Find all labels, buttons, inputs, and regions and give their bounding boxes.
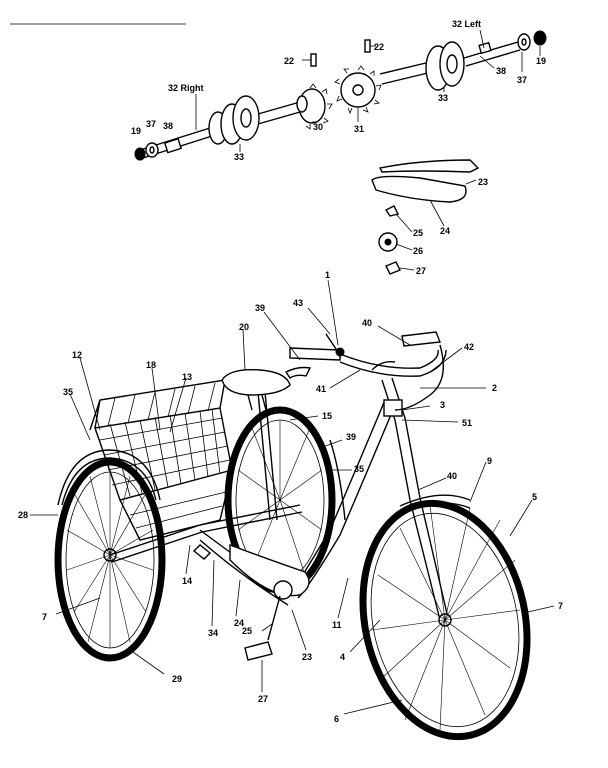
pedal — [244, 641, 273, 661]
callout-19-right: 19 — [131, 126, 141, 136]
head-bearing — [383, 399, 403, 417]
callout-4: 4 — [340, 652, 345, 662]
callout-5: 5 — [532, 492, 537, 502]
callout-23-detail: 23 — [478, 177, 488, 187]
callout-41: 41 — [316, 384, 326, 394]
callout-24: 24 — [234, 618, 244, 628]
callout-1: 1 — [325, 270, 330, 280]
chain-guard-cover — [371, 175, 467, 203]
crank-sprocket — [273, 580, 293, 600]
callout-34: 34 — [208, 628, 218, 638]
callout-28: 28 — [18, 510, 28, 520]
callout-39-top: 39 — [255, 303, 265, 313]
callout-42: 42 — [464, 342, 474, 352]
rear-left-wheel — [54, 449, 166, 662]
callout-35-right: 35 — [354, 464, 364, 474]
callout-7-left: 7 — [42, 612, 47, 622]
callout-37-left: 37 — [517, 75, 527, 85]
callout-15: 15 — [322, 411, 332, 421]
callout-25-detail: 25 — [413, 228, 423, 238]
callout-18: 18 — [146, 360, 156, 370]
left-axle-shaft — [379, 61, 431, 75]
callout-38-right: 38 — [163, 121, 173, 131]
callout-51: 51 — [462, 418, 472, 428]
callout-29: 29 — [172, 674, 182, 684]
spacer-right — [163, 137, 183, 154]
callout-40-top: 40 — [362, 318, 372, 328]
left-grip — [289, 347, 341, 361]
chain-guard-detail — [371, 159, 480, 275]
callout-20: 20 — [239, 322, 249, 332]
axle-nut-right — [134, 147, 146, 161]
callout-12: 12 — [72, 350, 82, 360]
right-grip — [401, 331, 441, 347]
callout-27-detail: 27 — [416, 266, 426, 276]
pin-22-right — [364, 39, 371, 53]
handlebars — [284, 331, 447, 411]
tricycle-assembly — [30, 29, 555, 741]
sprocket — [334, 65, 382, 115]
axle-nut-left — [533, 30, 547, 46]
callout-2: 2 — [492, 383, 497, 393]
pedal-crank-small — [384, 205, 400, 217]
callout-31: 31 — [354, 124, 364, 134]
callout-14: 14 — [182, 576, 192, 586]
front-wheel — [359, 494, 531, 741]
callout-labels: 32 Left 22 22 38 37 19 33 32 Right 19 37… — [18, 19, 563, 724]
chain-guard — [229, 543, 310, 597]
callout-6: 6 — [334, 714, 339, 724]
bell — [284, 366, 312, 379]
callout-32-right: 32 Right — [168, 83, 204, 93]
callout-3: 3 — [440, 400, 445, 410]
pedal-small — [385, 261, 401, 275]
callout-24-detail: 24 — [440, 226, 450, 236]
brake-lever — [325, 333, 339, 353]
callout-39-bottom: 39 — [346, 432, 356, 442]
callout-38-left: 38 — [496, 66, 506, 76]
callout-33-right: 33 — [234, 152, 244, 162]
callout-40-bottom: 40 — [447, 471, 457, 481]
seat — [221, 369, 291, 396]
callout-19-left: 19 — [536, 56, 546, 66]
crank-arm — [267, 595, 281, 641]
callout-33-left: 33 — [438, 93, 448, 103]
rear-axle-exploded-view — [134, 30, 547, 161]
callout-9: 9 — [487, 456, 492, 466]
callout-22-right: 22 — [374, 42, 384, 52]
rear-axle — [109, 504, 301, 556]
callout-13: 13 — [182, 372, 192, 382]
leader-lines — [30, 279, 555, 715]
callout-25: 25 — [242, 626, 252, 636]
callout-23: 23 — [302, 652, 312, 662]
callout-37-right: 37 — [146, 119, 156, 129]
callout-7-right: 7 — [558, 601, 563, 611]
callout-26-detail: 26 — [413, 246, 423, 256]
callout-43: 43 — [293, 298, 303, 308]
pin-22-left — [310, 53, 317, 67]
callout-32-left: 32 Left — [452, 19, 481, 29]
chain-guard-top — [378, 159, 480, 173]
callout-35-left: 35 — [63, 387, 73, 397]
callout-22-left: 22 — [284, 56, 294, 66]
callout-30: 30 — [313, 122, 323, 132]
callout-11: 11 — [332, 620, 342, 630]
callout-27: 27 — [258, 694, 268, 704]
